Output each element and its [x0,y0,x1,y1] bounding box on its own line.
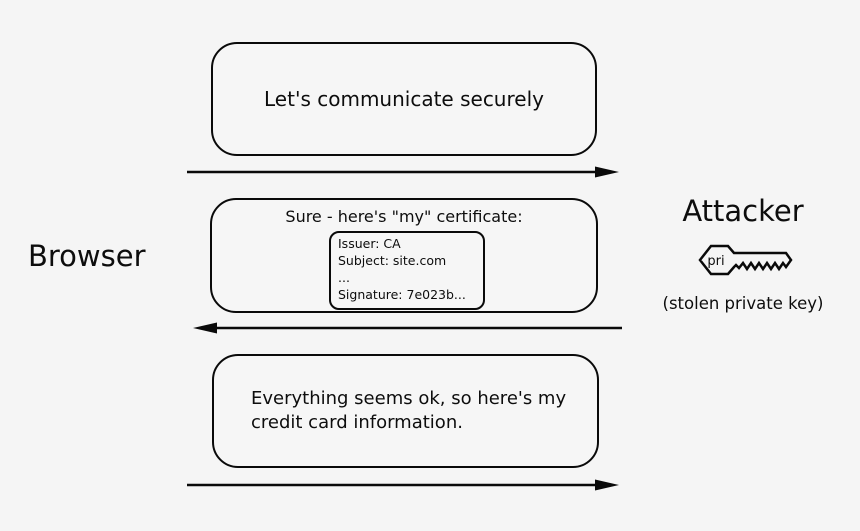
message-bubble-3: Everything seems ok, so here's my credit… [212,354,599,468]
certificate-line-signature: Signature: 7e023b... [338,287,466,302]
stolen-key-caption: (stolen private key) [662,294,824,313]
arrow-1-right-icon [187,166,619,178]
message-1-text: Let's communicate securely [264,87,544,111]
arrow-2-left-icon [193,322,622,334]
message-2-title: Sure - here's "my" certificate: [285,207,523,226]
certificate-line-issuer: Issuer: CA [338,236,401,251]
key-pri-label: pri [707,254,724,269]
private-key-icon: pri [698,244,793,276]
message-3-line-2: credit card information. [251,412,463,433]
certificate-box: Issuer: CA Subject: site.com ... Signatu… [329,231,485,310]
message-bubble-2: Sure - here's "my" certificate: Issuer: … [210,198,598,313]
certificate-line-ellipsis: ... [338,270,350,285]
actor-attacker-label: Attacker [682,194,804,228]
actor-browser-label: Browser [28,239,146,273]
message-3-line-1: Everything seems ok, so here's my [251,388,567,409]
arrow-3-right-icon [187,479,619,491]
message-bubble-1: Let's communicate securely [211,42,597,156]
certificate-line-subject: Subject: site.com [338,253,447,268]
